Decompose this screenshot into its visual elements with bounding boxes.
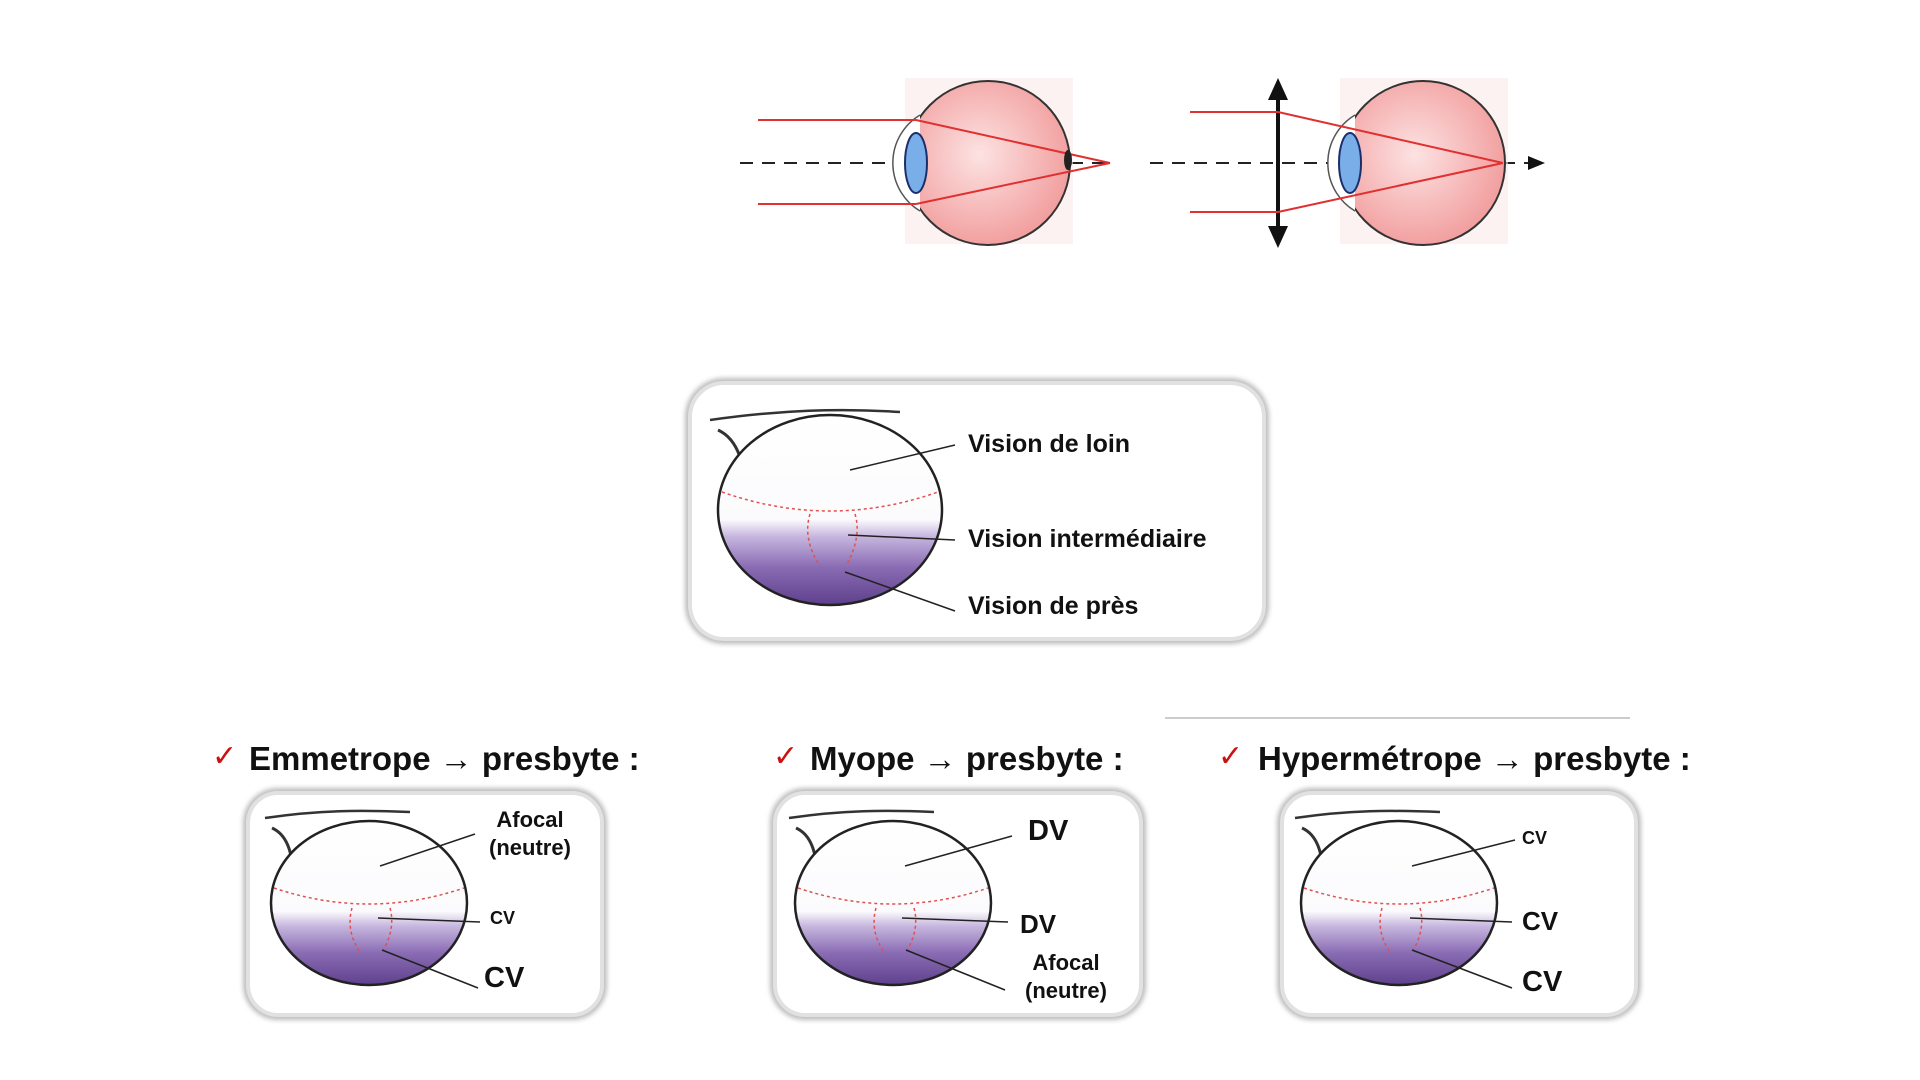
label-mid: CV [1522,906,1559,936]
label-bottom: CV [1522,966,1563,998]
crystalline-lens [1339,133,1361,193]
case-title: Myope → presbyte : [810,740,1124,777]
lens-arrow-bottom [1268,226,1288,248]
lens-arrow-top [1268,78,1288,100]
label-bottom-sub: (neutre) [1025,978,1107,1003]
label-bottom: Afocal [1032,950,1099,975]
label-mid: DV [1020,909,1057,939]
check-icon: ✓ [773,739,798,774]
check-icon: ✓ [1218,739,1243,774]
case-title: Hypermétrope → presbyte : [1258,740,1691,777]
case-emmetrope: ✓ Emmetrope → presbyte : Afocal (neutre)… [212,739,640,1015]
eye-diagram-corrected [1150,78,1545,248]
label-vision-near: Vision de près [968,592,1138,620]
label-vision-intermediate: Vision intermédiaire [968,525,1207,553]
crystalline-lens [905,133,927,193]
eye-diagram-uncorrected [740,78,1110,245]
axis-arrowhead [1528,156,1545,170]
progressive-lens-main: Vision de loin Vision intermédiaire Visi… [690,383,1264,639]
label-top: Afocal [496,807,563,832]
check-icon: ✓ [212,739,237,774]
case-title: Emmetrope → presbyte : [249,740,640,777]
label-top: CV [1522,828,1547,848]
label-top: DV [1028,815,1069,847]
label-vision-far: Vision de loin [968,430,1130,458]
eyeball [1341,81,1505,245]
case-myope: ✓ Myope → presbyte : DV DV Afocal (neutr… [773,739,1141,1015]
label-bottom: CV [484,962,525,994]
retina-spot [1064,150,1072,170]
label-top-sub: (neutre) [489,835,571,860]
eyeball [906,81,1070,245]
label-mid: CV [490,908,515,928]
case-hypermetrope: ✓ Hypermétrope → presbyte : CV CV CV [1218,739,1691,1015]
